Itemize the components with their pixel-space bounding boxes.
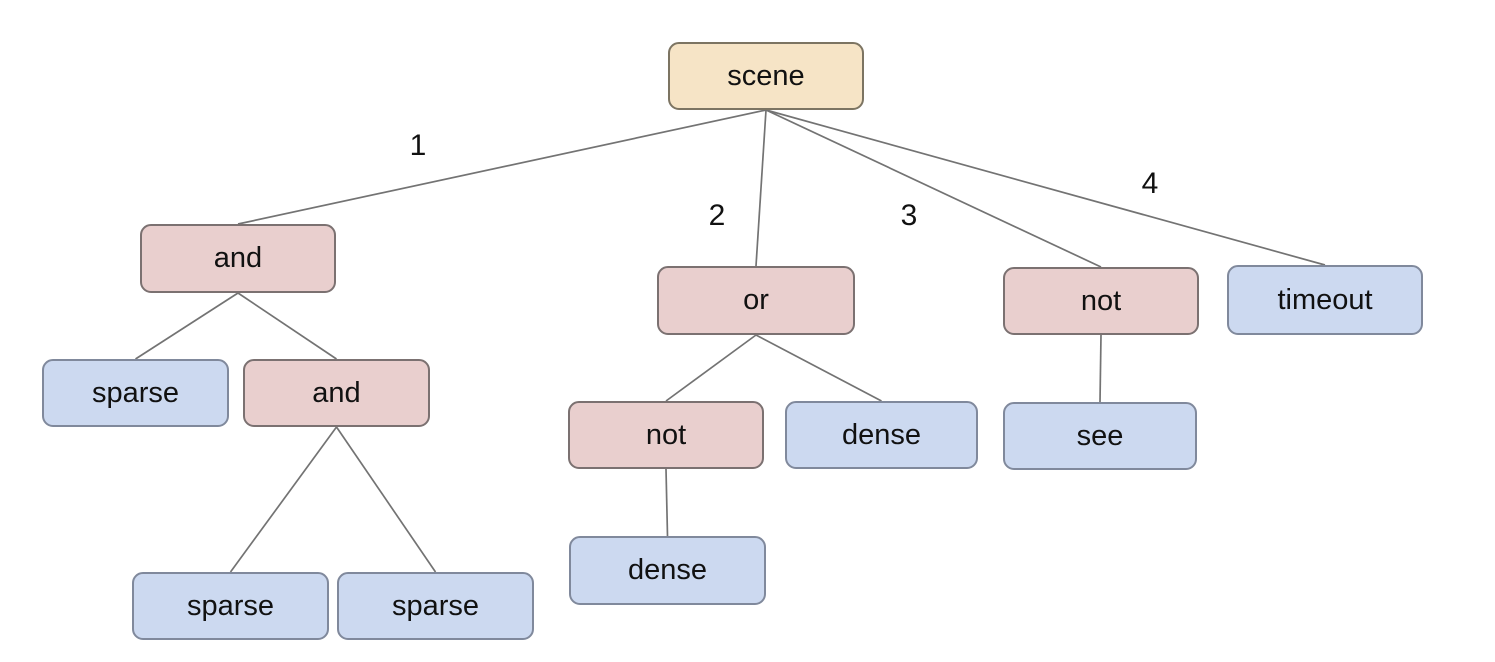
edge-or1-dense1 (755, 334, 882, 402)
node-label: or (743, 284, 769, 316)
node-label: timeout (1277, 283, 1373, 316)
edge-and2-sparse3 (335, 426, 437, 573)
node-label: and (312, 376, 361, 409)
node-label: sparse (186, 589, 275, 622)
node-label: see (1076, 419, 1124, 452)
node-sparse2: sparse (132, 572, 329, 640)
node-sparse1: sparse (42, 359, 229, 427)
node-not2: not (568, 401, 764, 469)
node-and1: and (140, 224, 336, 293)
edge-scene-timeout (765, 109, 1326, 266)
node-scene: scene (668, 42, 864, 110)
node-sparse3: sparse (337, 572, 534, 640)
node-label: and (213, 242, 263, 274)
node-see: see (1003, 402, 1197, 470)
edge-or1-not2 (665, 334, 757, 402)
edge-scene-and1 (237, 109, 767, 225)
edge-label-1: 1 (409, 129, 427, 162)
edge-scene-or1 (755, 109, 767, 267)
edge-scene-not1 (765, 109, 1102, 268)
edge-and1-and2 (237, 292, 337, 360)
edge-label-4: 4 (1141, 167, 1159, 200)
node-or1: or (657, 266, 855, 335)
edge-label-2: 2 (708, 199, 726, 232)
node-label: not (1080, 284, 1122, 317)
node-label: scene (727, 59, 805, 92)
node-label: dense (627, 554, 707, 586)
node-not1: not (1003, 267, 1199, 335)
edge-not1-see (1099, 334, 1102, 403)
node-dense2: dense (569, 536, 766, 605)
node-dense1: dense (785, 401, 978, 469)
node-and2: and (243, 359, 430, 427)
edge-not2-dense2 (665, 468, 669, 537)
edge-label-3: 3 (900, 199, 918, 232)
edge-and1-sparse1 (135, 292, 239, 360)
node-label: dense (841, 418, 921, 451)
node-label: sparse (91, 376, 180, 409)
node-label: sparse (391, 589, 480, 622)
node-timeout: timeout (1227, 265, 1423, 335)
edge-and2-sparse2 (229, 426, 338, 573)
node-label: not (645, 418, 687, 451)
